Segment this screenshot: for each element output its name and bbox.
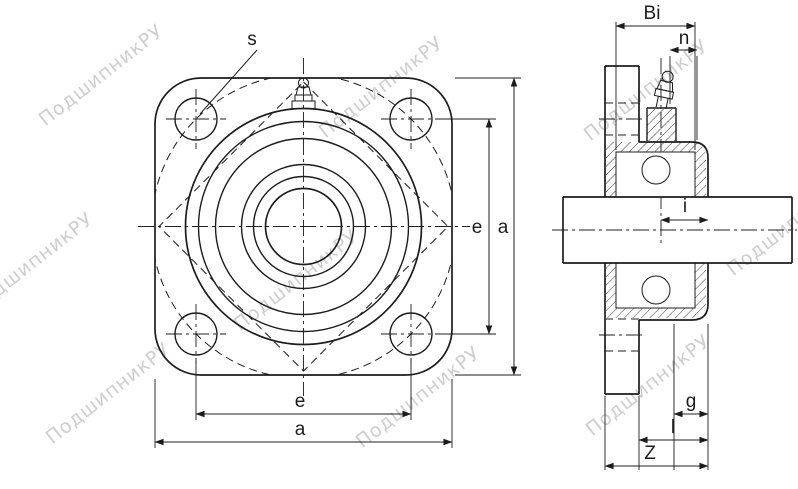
dim-label-l: l	[671, 417, 675, 438]
dim-label-e-horizontal: e	[295, 391, 306, 412]
dim-label-z: Z	[644, 443, 656, 464]
dimension-a-horizontal: a	[154, 379, 453, 448]
dimension-z: Z	[604, 396, 709, 470]
dim-label-a-vertical: a	[498, 217, 509, 238]
grease-fitting-side	[646, 70, 677, 141]
dimension-e-horizontal: e	[195, 358, 412, 420]
housing-boss	[639, 141, 709, 321]
shaft	[562, 196, 793, 264]
dim-label-a-horizontal: a	[295, 419, 306, 440]
hidden-contours	[155, 78, 452, 375]
dim-label-s: s	[247, 29, 257, 50]
dim-label-e-vertical: e	[472, 217, 483, 238]
front-centerlines	[138, 58, 470, 396]
watermark-text: ПодшипникРУ	[230, 225, 363, 336]
dimension-s: s	[199, 29, 258, 115]
watermarks: ПодшипникРУ ПодшипникРУ ПодшипникРУ Подш…	[0, 20, 798, 453]
watermark-text: ПодшипникРУ	[0, 208, 98, 319]
ball-lower	[641, 275, 671, 305]
dimension-e-vertical: e	[436, 118, 496, 335]
watermark-text: ПодшипникРУ	[35, 20, 168, 131]
dim-label-i: i	[683, 196, 687, 217]
dim-label-g: g	[686, 391, 697, 412]
bearing-bore-circles	[184, 107, 423, 346]
grease-fitting-front	[291, 77, 316, 109]
dimension-a-vertical: a	[455, 77, 521, 376]
dim-label-bi: Bi	[644, 3, 661, 24]
bearing-inner-ring	[615, 151, 696, 309]
watermark-text: ПодшипникРУ	[723, 170, 798, 281]
dim-label-n: n	[679, 28, 690, 49]
side-view-section: Bi n i g l Z	[552, 3, 797, 470]
watermark-text: ПодшипникРУ	[582, 330, 715, 441]
bolt-holes	[166, 89, 441, 364]
ball-upper	[641, 155, 671, 185]
front-view-flange: s e a e a	[138, 29, 521, 448]
dimension-i: i	[660, 196, 709, 224]
dimension-n: n	[669, 28, 698, 140]
watermark-text: ПодшипникРУ	[352, 342, 485, 453]
dimension-bi: Bi	[615, 3, 696, 150]
flange-plate-section	[604, 65, 640, 395]
dimension-g: g	[673, 324, 709, 470]
dimension-l: l	[638, 396, 709, 470]
